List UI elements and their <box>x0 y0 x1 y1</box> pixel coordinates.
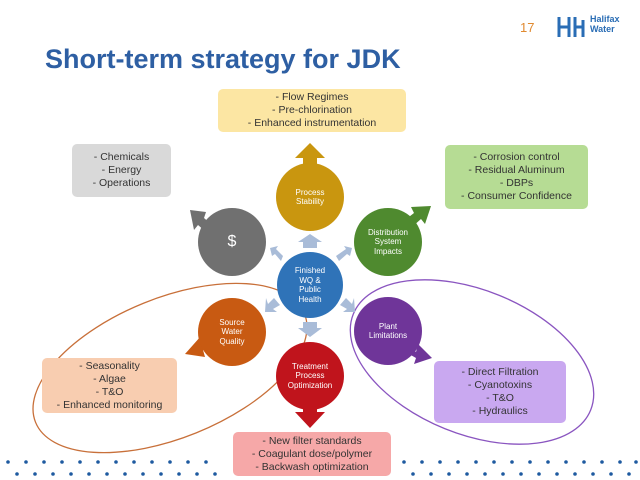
node-line: Process <box>295 187 325 197</box>
node-line: Distribution <box>367 227 408 237</box>
plant-limitations-box: - Direct Filtration - Cyanotoxins - T&O … <box>434 361 566 423</box>
box-item: - T&O <box>486 392 514 404</box>
box-item: - Seasonality <box>79 359 140 372</box>
cost-box: - Chemicals - Energy - Operations <box>72 144 171 197</box>
node-line: Plant <box>378 321 398 331</box>
box-item: - Corrosion control <box>473 151 560 163</box>
distribution-system-node: Distribution System Impacts <box>354 208 422 276</box>
connector-arrow-lower-right <box>340 298 355 312</box>
box-item: - T&O <box>95 385 124 398</box>
logo-line-1: Halifax <box>590 14 620 24</box>
connector-arrow-down <box>298 322 322 337</box>
treatment-outer-arrow <box>295 398 325 428</box>
node-line: Impacts <box>373 246 402 256</box>
treatment-process-node: Treatment Process Optimization <box>276 342 344 410</box>
plant-limitations-node: Plant Limitations <box>354 297 422 365</box>
box-item: - Coagulant dose/polymer <box>251 447 373 460</box>
box-item: - Backwash optimization <box>255 460 369 473</box>
node-line: Optimization <box>287 380 333 390</box>
center-line: WQ & <box>299 275 321 285</box>
box-item: - DBPs <box>499 177 534 189</box>
slide-title: Short-term strategy for JDK <box>45 44 401 74</box>
box-item: - Operations <box>92 177 151 189</box>
node-line: Treatment <box>291 361 329 371</box>
box-item: - New filter standards <box>262 434 362 447</box>
box-item: - Consumer Confidence <box>461 190 572 202</box>
box-item: - Pre-chlorination <box>272 104 352 116</box>
slide-number: 17 <box>520 20 535 35</box>
treatment-process-box: - New filter standards - Coagulant dose/… <box>233 432 391 476</box>
connector-arrow-upper-right <box>336 246 352 261</box>
center-line: Public <box>299 285 321 294</box>
center-node: Finished WQ & Public Health <box>277 252 343 318</box>
node-line: Process <box>295 371 325 381</box>
connector-arrow-upper-left <box>270 246 283 261</box>
center-line: Finished <box>294 266 326 275</box>
box-item: - Chemicals <box>93 151 150 163</box>
connector-arrow-up <box>298 234 322 248</box>
process-stability-box: - Flow Regimes - Pre-chlorination - Enha… <box>218 89 406 132</box>
box-item: - Hydraulics <box>472 405 528 417</box>
center-line: Health <box>298 294 322 304</box>
node-line: Limitations <box>368 331 408 340</box>
box-item: - Enhanced instrumentation <box>247 117 377 129</box>
box-item: - Flow Regimes <box>275 91 349 103</box>
dollar-sign: $ <box>227 233 237 251</box>
plant-group-ellipse <box>349 279 595 445</box>
node-line: Stability <box>295 197 324 206</box>
node-line: System <box>374 237 402 247</box>
connector-arrow-lower-left <box>265 298 280 312</box>
box-item: - Direct Filtration <box>461 366 539 378</box>
box-item: - Energy <box>101 164 142 176</box>
logo-text: Halifax Water <box>590 14 620 34</box>
node-line: Water <box>221 327 243 337</box>
halifax-water-logo-icon <box>557 17 585 37</box>
source-water-node: Source Water Quality <box>198 298 266 366</box>
source-water-box: - Seasonality - Algae - T&O - Enhanced m… <box>42 358 177 413</box>
cost-node: $ <box>198 208 266 276</box>
box-item: - Residual Aluminum <box>468 164 565 176</box>
box-item: - Algae <box>93 372 126 385</box>
process-outer-arrow <box>295 143 325 168</box>
footer-dots <box>6 460 638 476</box>
logo-line-2: Water <box>590 24 615 34</box>
node-line: Source <box>219 317 245 327</box>
node-line: Quality <box>219 336 245 346</box>
box-item: - Cyanotoxins <box>467 379 533 391</box>
process-stability-node: Process Stability <box>276 163 344 231</box>
box-item: - Enhanced monitoring <box>56 398 163 411</box>
distribution-system-box: - Corrosion control - Residual Aluminum … <box>445 145 588 209</box>
